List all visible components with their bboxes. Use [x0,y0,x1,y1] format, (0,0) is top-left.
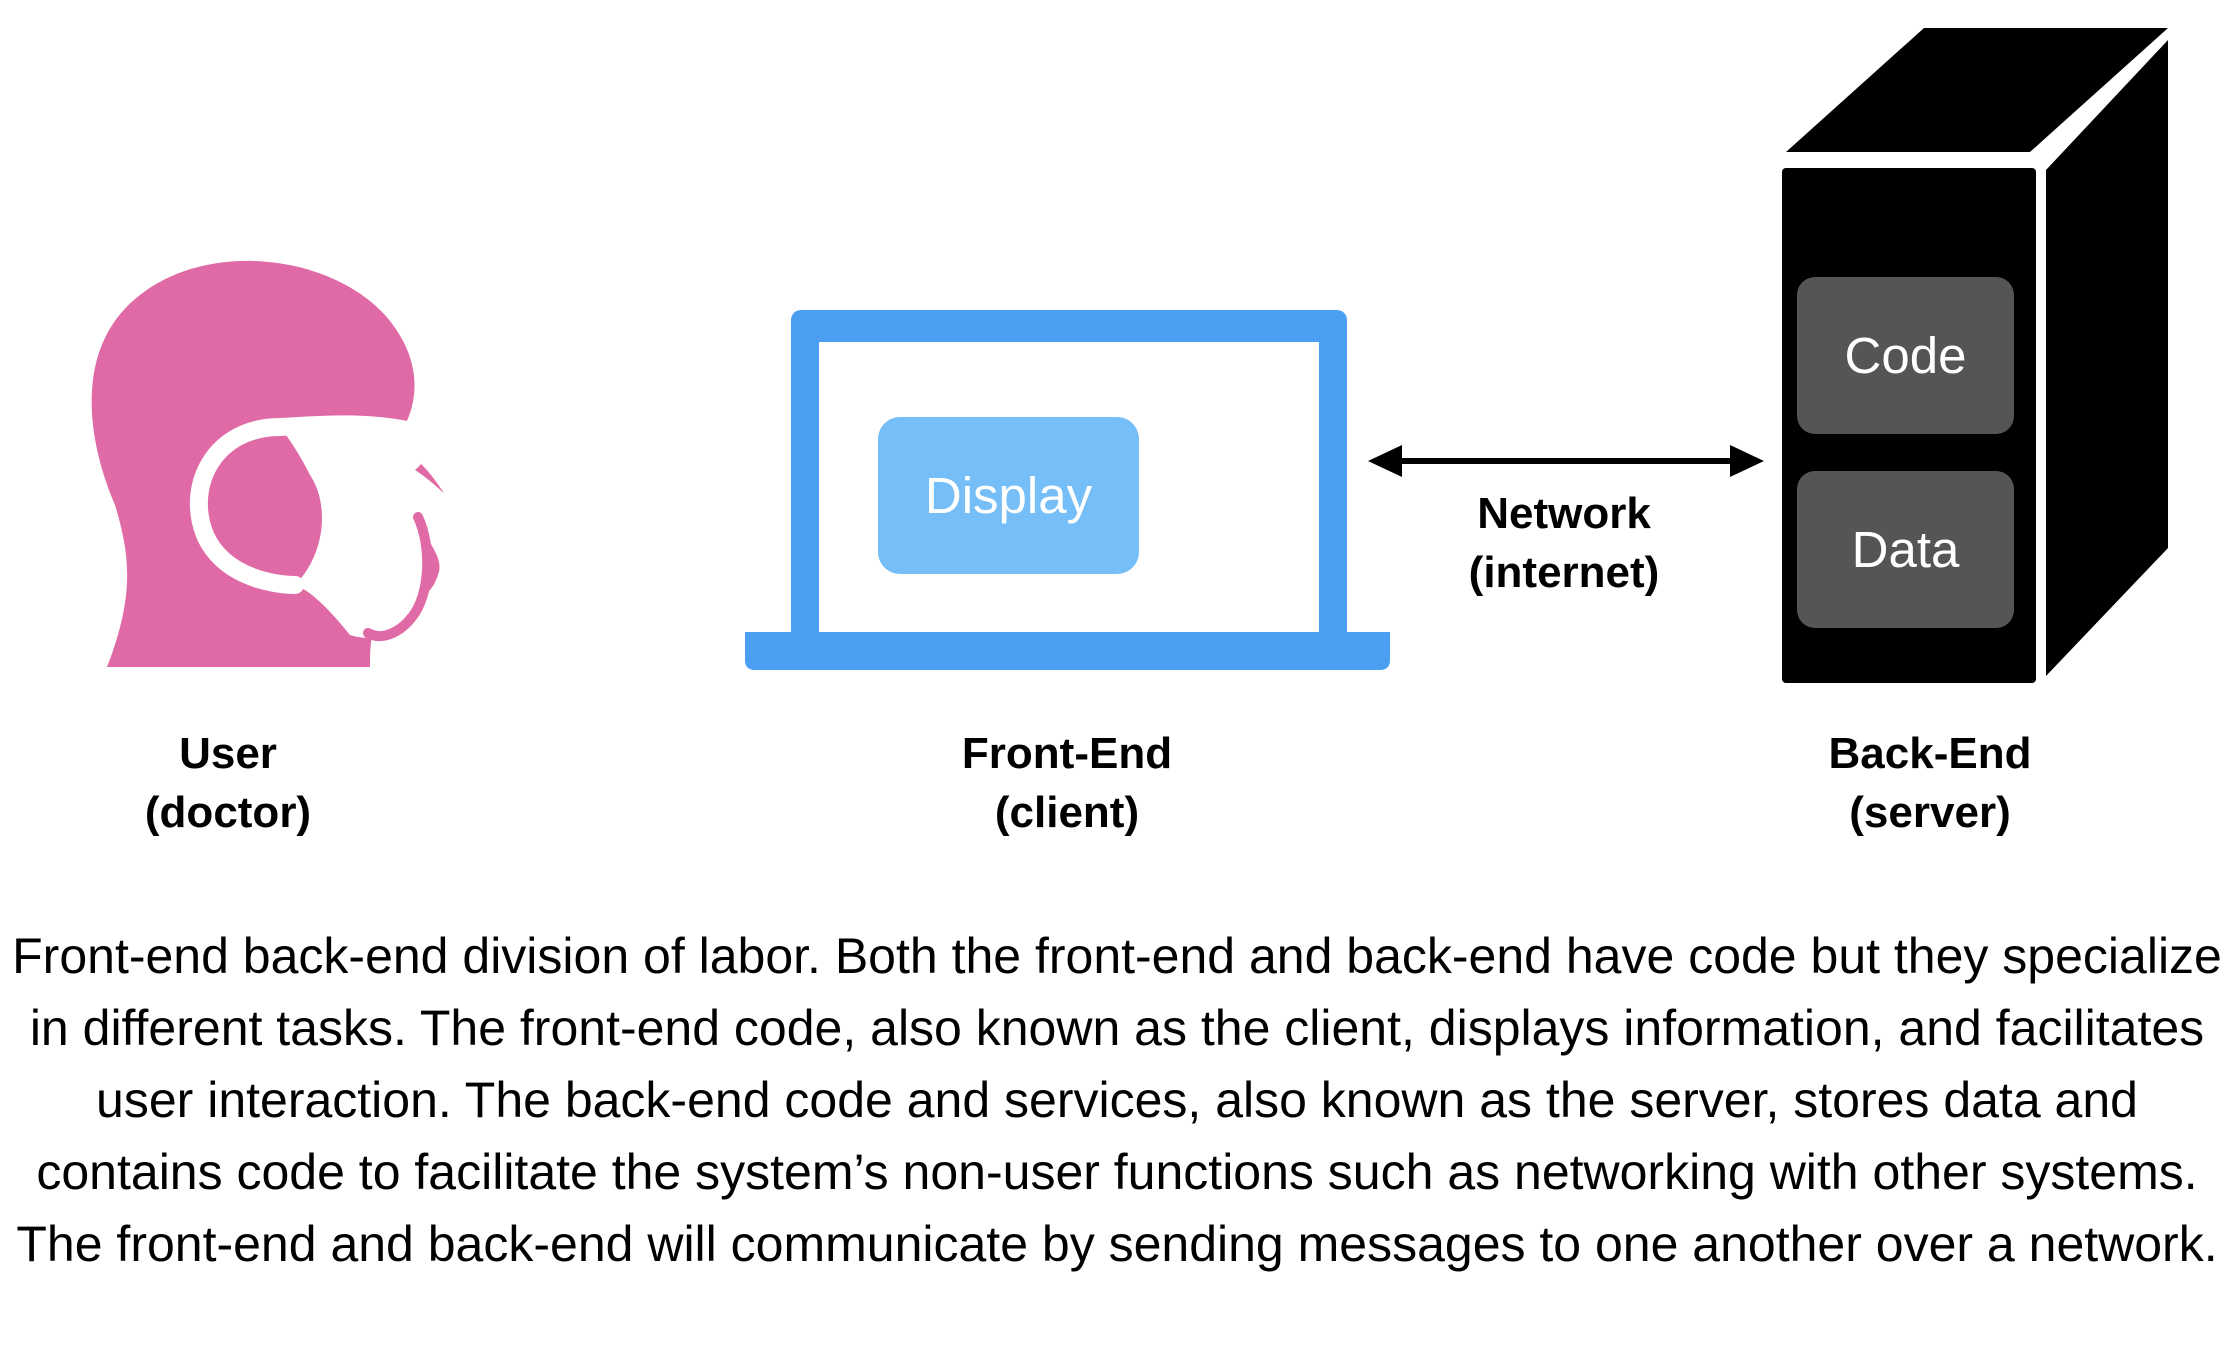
mask-edge [363,512,433,641]
user-label: User (doctor) [78,724,378,842]
backend-label: Back-End (server) [1780,724,2080,842]
masked-head-icon [80,255,460,675]
frontend-label: Front-End (client) [917,724,1217,842]
figure-caption: Front-end back-end division of labor. Bo… [12,928,2222,1272]
frontend-subtitle: (client) [994,788,1140,837]
double-arrow-icon [1368,441,1764,481]
data-label: Data [1851,521,1960,578]
mask [280,424,452,638]
backend-subtitle: (server) [1849,788,2011,837]
data-box: Data [1797,471,2014,628]
code-box: Code [1797,277,2014,434]
network-title: Network [1477,489,1651,538]
code-label: Code [1844,327,1967,384]
display-label: Display [924,467,1093,524]
network-label: Network (internet) [1414,484,1714,602]
server-top [1786,28,2168,152]
display-box: Display [878,417,1139,574]
user-subtitle: (doctor) [144,788,312,837]
server-side [2046,40,2168,676]
backend-title: Back-End [1828,729,2032,778]
frontend-title: Front-End [961,729,1173,778]
network-subtitle: (internet) [1468,548,1660,597]
user-title: User [179,729,277,778]
mask-strap [189,415,429,594]
laptop-base [745,632,1390,670]
